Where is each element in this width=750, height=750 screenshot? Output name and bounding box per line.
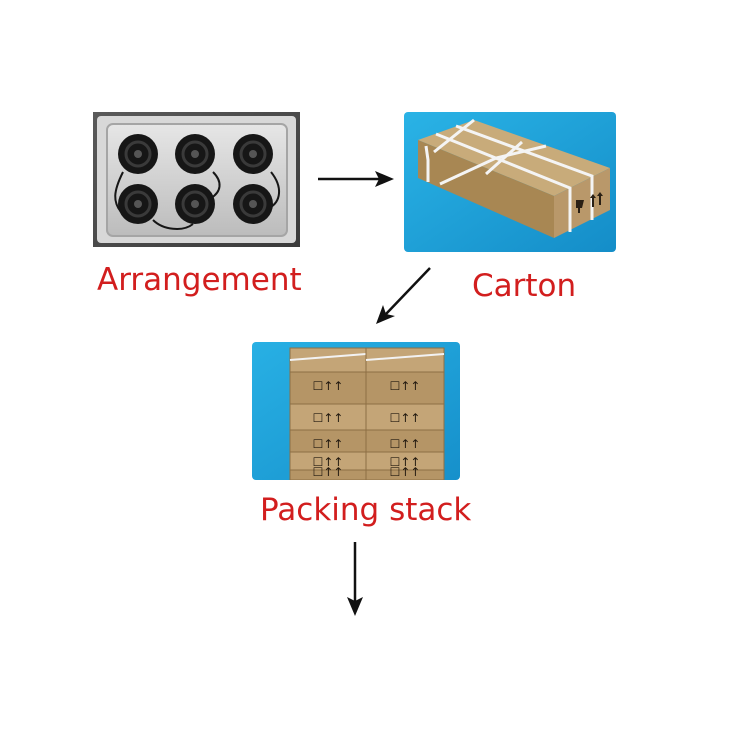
- arrow-arrangement-to-carton: [318, 171, 394, 187]
- arrow-stack-down: [347, 542, 363, 616]
- arrow-carton-to-stack: [376, 268, 430, 324]
